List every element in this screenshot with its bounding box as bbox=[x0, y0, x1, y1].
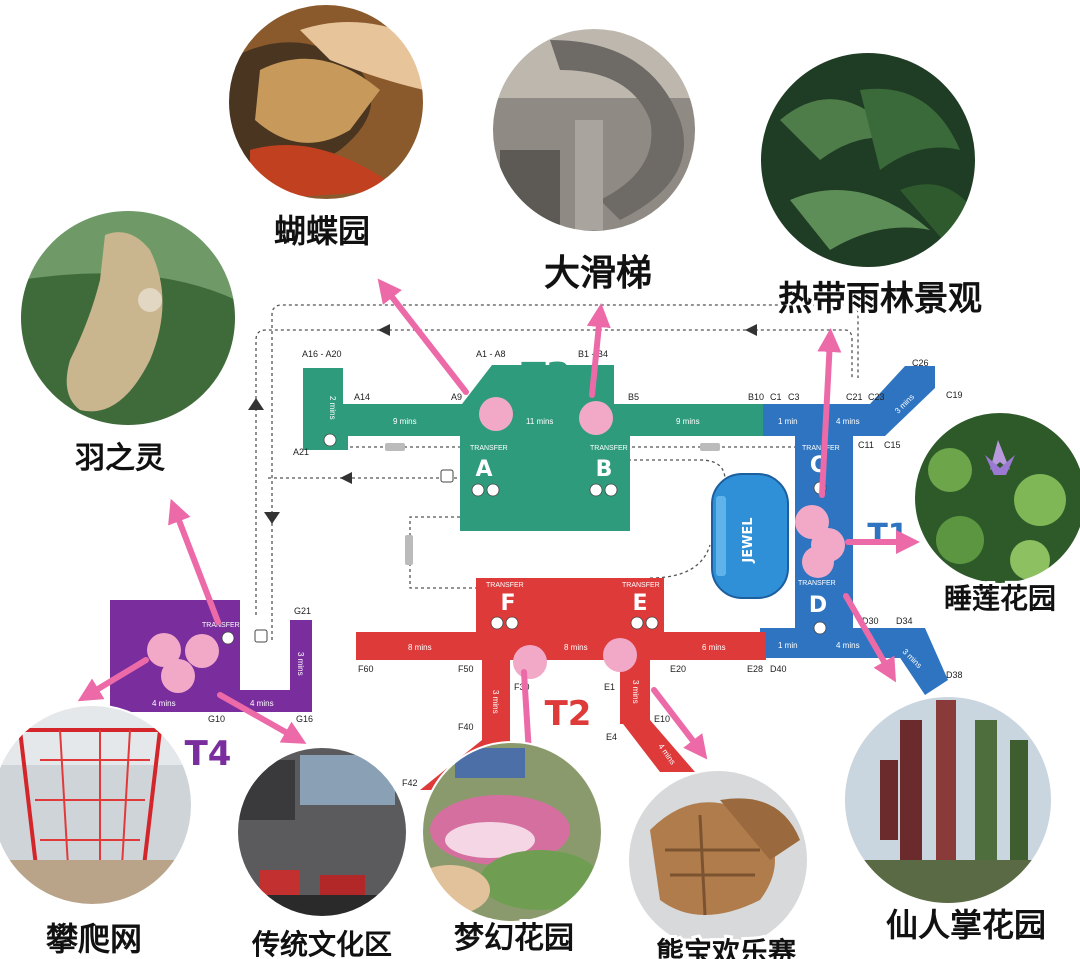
svg-text:B10: B10 bbox=[748, 392, 764, 402]
svg-text:TRANSFER: TRANSFER bbox=[486, 582, 524, 589]
svg-text:TRANSFER: TRANSFER bbox=[802, 445, 840, 452]
jewel-label: JEWEL bbox=[741, 517, 756, 563]
water-lily-photo[interactable] bbox=[914, 412, 1080, 584]
playground-photo[interactable] bbox=[628, 770, 808, 950]
climbing-net-photo[interactable] bbox=[0, 705, 192, 905]
svg-text:E4: E4 bbox=[606, 732, 617, 742]
svg-text:4 mins: 4 mins bbox=[152, 699, 176, 708]
svg-text:G10: G10 bbox=[208, 714, 225, 724]
svg-text:C21: C21 bbox=[846, 392, 863, 402]
svg-text:E20: E20 bbox=[670, 664, 686, 674]
svg-text:F40: F40 bbox=[458, 722, 474, 732]
svg-text:C19: C19 bbox=[946, 390, 963, 400]
pier-f: F bbox=[500, 591, 515, 616]
svg-text:B1 - B4: B1 - B4 bbox=[578, 349, 608, 359]
transfer-labels: TRANSFER TRANSFER TRANSFER TRANSFER TRAN… bbox=[202, 445, 840, 629]
t3-label: T3 bbox=[521, 356, 571, 397]
svg-text:A14: A14 bbox=[354, 392, 370, 402]
svg-text:8 mins: 8 mins bbox=[408, 643, 432, 652]
label-heritage-zone: 传统文化区 bbox=[251, 928, 392, 959]
svg-text:3 mins: 3 mins bbox=[491, 690, 500, 714]
svg-text:D40: D40 bbox=[770, 664, 787, 674]
heritage-zone-photo[interactable] bbox=[237, 747, 407, 917]
svg-text:G16: G16 bbox=[296, 714, 313, 724]
label-butterfly-garden: 蝴蝶园 bbox=[274, 212, 370, 250]
t4-label: T4 bbox=[185, 734, 232, 774]
svg-text:F60: F60 bbox=[358, 664, 374, 674]
skytrain-car-icons bbox=[254, 443, 720, 643]
svg-text:A9: A9 bbox=[451, 392, 462, 402]
svg-text:C11: C11 bbox=[858, 440, 874, 450]
svg-text:3 mins: 3 mins bbox=[296, 652, 305, 676]
svg-text:9 mins: 9 mins bbox=[676, 417, 700, 426]
svg-text:C15: C15 bbox=[884, 440, 901, 450]
svg-text:4 mins: 4 mins bbox=[836, 641, 860, 650]
t1-label: T1 bbox=[867, 518, 908, 553]
svg-text:TRANSFER: TRANSFER bbox=[470, 445, 508, 452]
svg-text:TRANSFER: TRANSFER bbox=[590, 445, 628, 452]
label-water-lily-garden: 睡莲花园 bbox=[944, 582, 1056, 615]
label-slide: 大滑梯 bbox=[544, 253, 652, 294]
svg-text:E1: E1 bbox=[604, 682, 615, 692]
label-climbing-net: 攀爬网 bbox=[45, 920, 142, 958]
gate-labels: A16 - A20 A1 - A8 A14 A9 A21 B1 - B4 B5 … bbox=[208, 349, 963, 788]
pier-d: D bbox=[809, 593, 827, 618]
attraction-labels: 蝴蝶园 大滑梯 热带雨林景观 羽之灵 睡莲花园 攀爬网 传统文化区 梦幻花园 熊… bbox=[42, 209, 1059, 959]
transfer-icons bbox=[221, 433, 827, 645]
kinetic-sculpture-photo[interactable] bbox=[20, 210, 236, 426]
svg-text:TRANSFER: TRANSFER bbox=[798, 580, 836, 587]
svg-text:B5: B5 bbox=[628, 392, 639, 402]
svg-text:E28: E28 bbox=[747, 664, 763, 674]
svg-text:D38: D38 bbox=[946, 670, 963, 680]
svg-text:4 mins: 4 mins bbox=[250, 699, 274, 708]
svg-text:A1 - A8: A1 - A8 bbox=[476, 349, 506, 359]
svg-text:TRANSFER: TRANSFER bbox=[202, 622, 240, 629]
rainforest-photo[interactable] bbox=[760, 52, 980, 268]
svg-text:F30: F30 bbox=[514, 682, 530, 692]
label-rainforest: 热带雨林景观 bbox=[778, 279, 982, 319]
label-kinetic-rain: 羽之灵 bbox=[75, 441, 165, 476]
svg-text:D34: D34 bbox=[896, 616, 913, 626]
svg-text:4 mins: 4 mins bbox=[836, 417, 860, 426]
enchanted-garden-photo[interactable] bbox=[410, 742, 602, 922]
cactus-garden-photo[interactable] bbox=[844, 696, 1052, 910]
svg-text:8 mins: 8 mins bbox=[564, 643, 588, 652]
svg-text:C1: C1 bbox=[770, 392, 782, 402]
slide-photo[interactable] bbox=[492, 28, 696, 232]
svg-text:A21: A21 bbox=[293, 447, 309, 457]
pier-b: B bbox=[596, 457, 613, 482]
svg-text:F50: F50 bbox=[458, 664, 474, 674]
direction-markers bbox=[248, 324, 757, 524]
label-cactus-garden: 仙人掌花园 bbox=[886, 906, 1046, 944]
pier-a: A bbox=[475, 457, 492, 482]
svg-text:F42: F42 bbox=[402, 778, 418, 788]
svg-text:TRANSFER: TRANSFER bbox=[622, 582, 660, 589]
svg-text:D30: D30 bbox=[862, 616, 879, 626]
svg-text:E10: E10 bbox=[654, 714, 670, 724]
t2-label: T2 bbox=[545, 694, 592, 734]
svg-text:2 mins: 2 mins bbox=[328, 396, 337, 420]
svg-text:C3: C3 bbox=[788, 392, 800, 402]
attraction-markers[interactable] bbox=[147, 397, 845, 693]
svg-text:C26: C26 bbox=[912, 358, 929, 368]
terminal-t3 bbox=[303, 365, 803, 531]
svg-text:1 min: 1 min bbox=[778, 641, 798, 650]
svg-text:6 mins: 6 mins bbox=[702, 643, 726, 652]
svg-text:11 mins: 11 mins bbox=[526, 417, 553, 426]
photo-frames bbox=[0, 3, 1080, 951]
svg-text:C23: C23 bbox=[868, 392, 885, 402]
butterfly-garden-photo[interactable] bbox=[228, 4, 424, 200]
pier-e: E bbox=[632, 591, 647, 616]
svg-text:9 mins: 9 mins bbox=[393, 417, 417, 426]
svg-text:A16 - A20: A16 - A20 bbox=[302, 349, 342, 359]
jewel-building[interactable] bbox=[711, 473, 789, 599]
jewel-walkway bbox=[716, 496, 726, 576]
label-playground: 熊宝欢乐赛 bbox=[656, 936, 797, 959]
svg-text:3 mins: 3 mins bbox=[631, 680, 640, 704]
svg-text:1 min: 1 min bbox=[778, 417, 798, 426]
label-enchanted-garden: 梦幻花园 bbox=[454, 921, 574, 956]
pointer-arrows bbox=[77, 278, 920, 782]
svg-text:G21: G21 bbox=[294, 606, 311, 616]
